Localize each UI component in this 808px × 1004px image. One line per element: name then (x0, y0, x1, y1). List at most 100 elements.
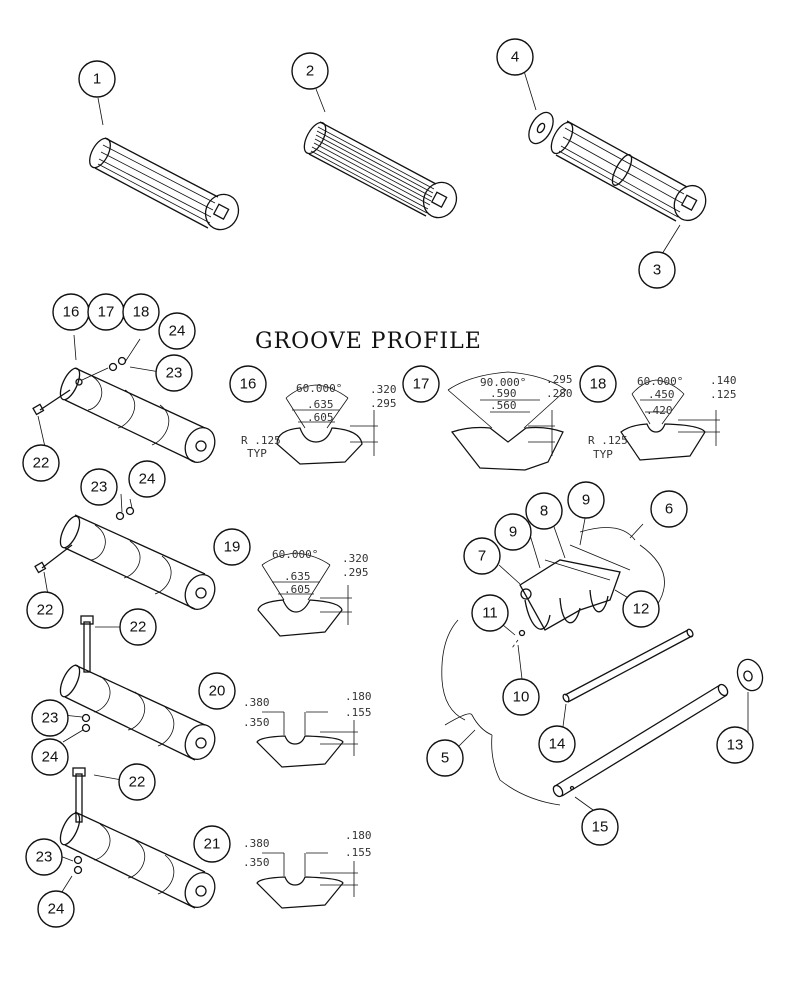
radius-dim: R .125 (241, 434, 281, 447)
depth-dim: .280 (546, 387, 573, 400)
roller-spiral-b (34, 506, 216, 611)
callout-20: 20 (198, 672, 236, 710)
svg-text:21: 21 (204, 836, 221, 853)
depth-dim: .295 (370, 397, 397, 410)
svg-text:22: 22 (130, 619, 147, 636)
callout-23: 23 (80, 468, 118, 506)
svg-text:13: 13 (727, 737, 744, 754)
callout-1: 1 (78, 60, 116, 98)
svg-text:9: 9 (509, 524, 517, 541)
svg-text:11: 11 (482, 605, 498, 622)
profile-19: 60.000° .635 .605 .320 .295 (257, 548, 369, 637)
depth-dim: .180 (345, 690, 372, 703)
callout-13: 13 (716, 726, 754, 764)
svg-text:1: 1 (93, 71, 101, 88)
profile-17: 90.000° .590 .560 .295 .280 (447, 371, 573, 471)
typ-note: TYP (247, 447, 267, 460)
svg-text:24: 24 (42, 749, 59, 766)
callout-8: 8 (525, 492, 563, 530)
depth-dim: .125 (710, 388, 737, 401)
svg-text:7: 7 (478, 548, 486, 565)
depth-dim: .320 (370, 383, 397, 396)
depth-dim: .295 (342, 566, 369, 579)
profile-18: 60.000° .450 .420 .140 .125 R .125 TYP (588, 374, 737, 461)
radius-dim: R .125 (588, 434, 628, 447)
width-dim: .605 (284, 583, 311, 596)
roller-spiral-d (59, 767, 216, 909)
callout-18: 18 (122, 293, 160, 331)
svg-text:23: 23 (166, 365, 183, 382)
angle-dim: 60.000° (296, 382, 342, 395)
svg-text:10: 10 (513, 689, 530, 706)
svg-text:24: 24 (48, 901, 65, 918)
svg-text:4: 4 (511, 49, 519, 66)
svg-text:18: 18 (590, 376, 607, 393)
svg-text:20: 20 (209, 683, 226, 700)
callout-18: 18 (579, 365, 617, 403)
angle-dim: 90.000° (480, 376, 526, 389)
callout-15: 15 (581, 808, 619, 846)
svg-text:2: 2 (306, 63, 314, 80)
roller-spiral-c (59, 615, 216, 761)
bracket-outline-group-5 (441, 619, 561, 806)
svg-text:22: 22 (37, 602, 54, 619)
width-dim: .605 (307, 411, 334, 424)
svg-text:22: 22 (33, 455, 50, 472)
callout-23: 23 (155, 354, 193, 392)
washer (528, 111, 554, 145)
callout-24: 24 (31, 738, 69, 776)
svg-text:17: 17 (413, 376, 430, 393)
callout-10: 10 (502, 678, 540, 716)
callout-24: 24 (128, 460, 166, 498)
shaft-thin (562, 628, 694, 703)
callout-4: 4 (496, 38, 534, 76)
callout-22: 22 (26, 591, 64, 629)
callout-3: 3 (638, 251, 676, 289)
callout-24: 24 (37, 890, 75, 928)
svg-text:22: 22 (129, 774, 146, 791)
callout-11: 11 (471, 594, 509, 632)
width-dim: .560 (490, 399, 517, 412)
width-dim: .635 (284, 570, 311, 583)
callout-12: 12 (622, 590, 660, 628)
svg-text:14: 14 (549, 736, 566, 753)
svg-text:16: 16 (240, 376, 257, 393)
callout-5: 5 (426, 739, 464, 777)
callout-16: 16 (52, 293, 90, 331)
callout-17: 17 (402, 365, 440, 403)
depth-dim: .295 (546, 373, 573, 386)
width-dim: .590 (490, 387, 517, 400)
callout-9: 9 (567, 481, 605, 519)
callout-22: 22 (22, 444, 60, 482)
svg-text:5: 5 (441, 750, 449, 767)
width-dim: .450 (648, 388, 675, 401)
roller-straight-fluted (89, 137, 240, 231)
roller-two-section (550, 120, 707, 222)
svg-text:12: 12 (633, 601, 650, 618)
leader-lines (37, 70, 749, 896)
callout-2: 2 (291, 52, 329, 90)
svg-text:24: 24 (139, 471, 156, 488)
depth-dim: .140 (710, 374, 737, 387)
svg-text:3: 3 (653, 262, 661, 279)
profile-20: .380 .350 .180 .155 (243, 690, 372, 768)
cleaner-bracket-assembly (511, 544, 631, 649)
svg-text:6: 6 (665, 501, 673, 518)
svg-text:24: 24 (169, 323, 186, 340)
callout-23: 23 (25, 838, 63, 876)
typ-note: TYP (593, 448, 613, 461)
svg-text:15: 15 (592, 819, 609, 836)
callout-16: 16 (229, 365, 267, 403)
screw-nut-group-a (81, 356, 127, 381)
callout-7: 7 (463, 537, 501, 575)
svg-text:23: 23 (91, 479, 108, 496)
depth-dim: .155 (345, 706, 372, 719)
callout-21: 21 (193, 825, 231, 863)
svg-text:16: 16 (63, 304, 80, 321)
callout-9: 9 (494, 513, 532, 551)
width-dim: .635 (307, 398, 334, 411)
width-dim: .350 (243, 856, 270, 869)
angle-dim: 60.000° (637, 375, 683, 388)
callout-23: 23 (31, 699, 69, 737)
